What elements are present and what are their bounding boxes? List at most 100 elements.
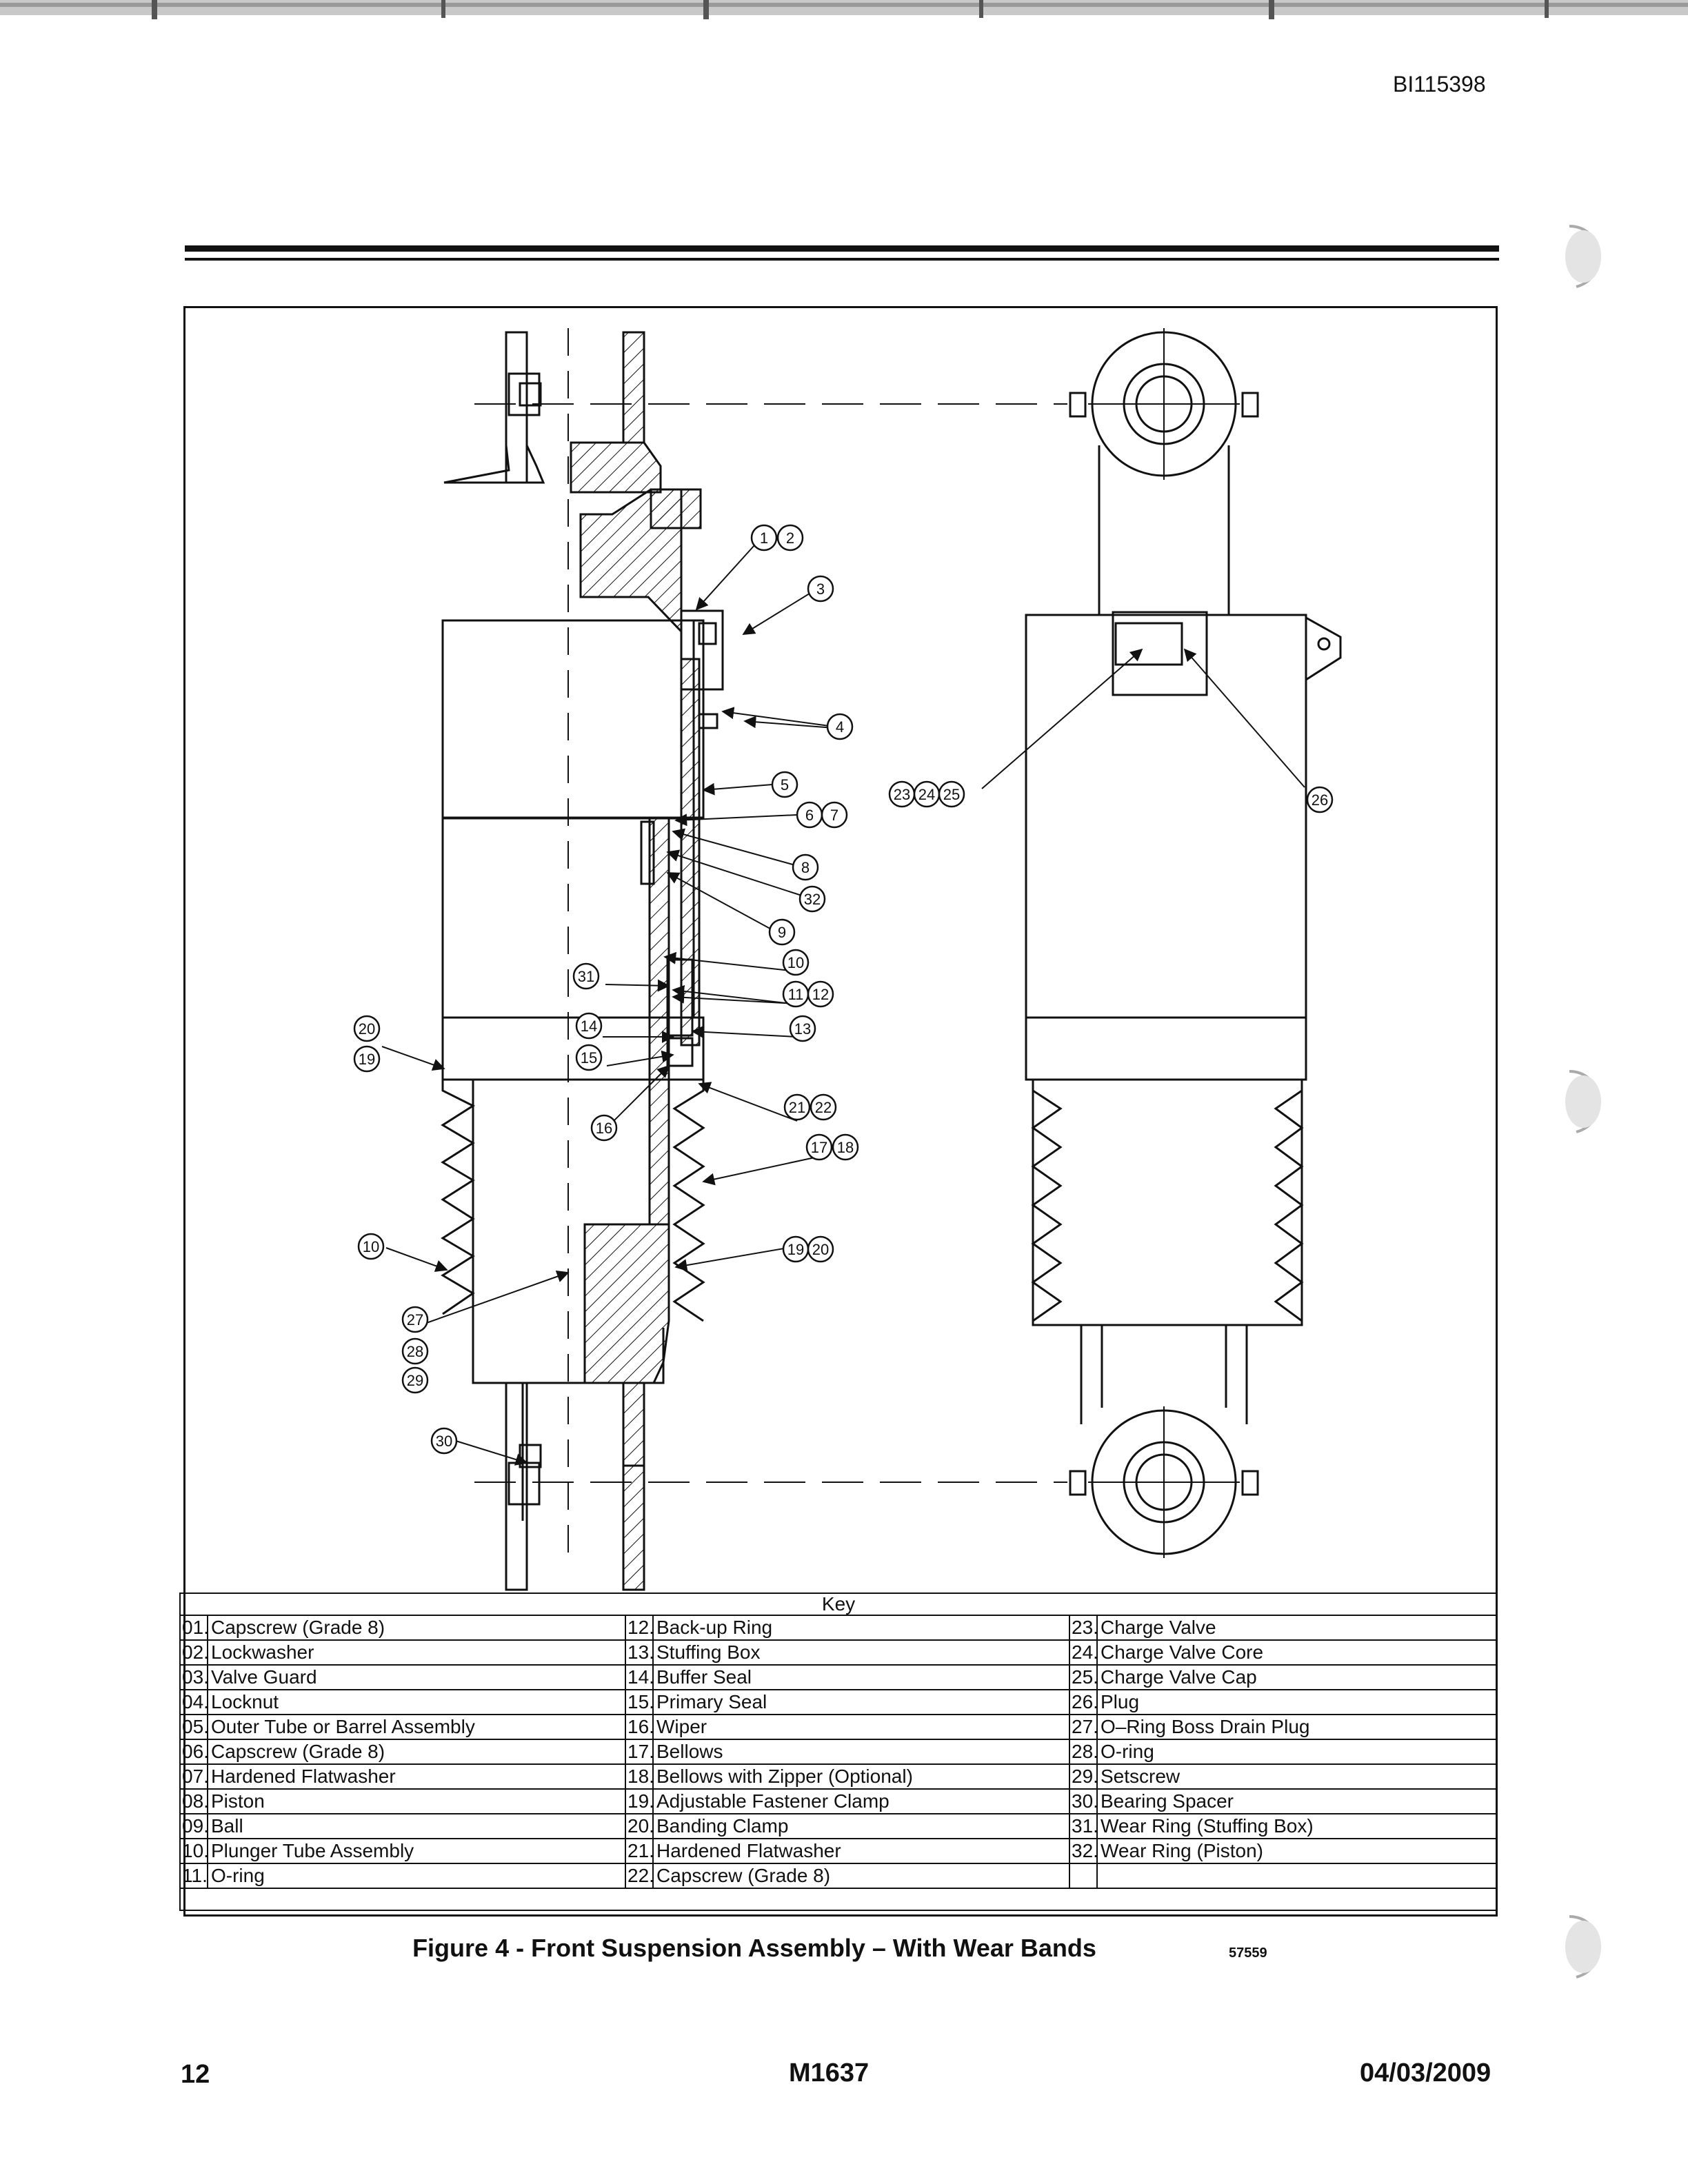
- key-item-label: Wear Ring (Piston): [1096, 1838, 1498, 1864]
- key-item-number: 31.: [1069, 1813, 1098, 1839]
- page-number: 12: [181, 2060, 210, 2089]
- suspension-assembly-drawing: 1 2 3 4 5 6 7 8 32 9 10 31 11 12 14 13 2…: [353, 328, 1342, 1591]
- key-item-number: 19.: [625, 1788, 654, 1814]
- binder-hole-mark-top: [1565, 225, 1601, 288]
- callout-label: 22: [815, 1099, 832, 1116]
- callout-label: 7: [830, 807, 838, 824]
- callout-label: 16: [596, 1120, 612, 1137]
- parts-key-table: Key 01.Capscrew (Grade 8)12.Back-up Ring…: [179, 1593, 1498, 1911]
- callout-label: 17: [811, 1139, 827, 1156]
- key-header-row: Key: [179, 1593, 1498, 1616]
- key-item-label: Hardened Flatwasher: [207, 1763, 626, 1790]
- callout-label: 23: [894, 786, 910, 803]
- callout-label: 24: [918, 786, 935, 803]
- key-item-number: [1069, 1863, 1098, 1889]
- key-item-label: Stuffing Box: [652, 1639, 1070, 1666]
- key-item-label: Banding Clamp: [652, 1813, 1070, 1839]
- callout-label: 32: [804, 891, 821, 908]
- header-rule-thin: [185, 258, 1499, 261]
- leader-lines: [381, 537, 1305, 1466]
- key-item-number: 10.: [179, 1838, 208, 1864]
- key-item-number: 06.: [179, 1739, 208, 1765]
- callout-label: 25: [943, 786, 960, 803]
- figure-code: 57559: [1229, 1945, 1267, 1961]
- callout-label: 6: [805, 807, 814, 824]
- callout-label: 29: [407, 1372, 423, 1389]
- callout-label: 15: [581, 1049, 597, 1066]
- key-item-label: Capscrew (Grade 8): [207, 1739, 626, 1765]
- key-item-number: 02.: [179, 1639, 208, 1666]
- key-item-number: 17.: [625, 1739, 654, 1765]
- callout-label: 10: [787, 954, 804, 971]
- key-item-label: Charge Valve Cap: [1096, 1664, 1498, 1690]
- figure-frame: [183, 306, 1498, 1917]
- key-item-number: 20.: [625, 1813, 654, 1839]
- key-item-number: 23.: [1069, 1615, 1098, 1641]
- callout-label: 8: [801, 859, 810, 876]
- key-item-number: 14.: [625, 1664, 654, 1690]
- key-item-number: 07.: [179, 1763, 208, 1790]
- key-title: Key: [179, 1593, 1498, 1616]
- key-item-label: Capscrew (Grade 8): [207, 1615, 626, 1641]
- key-item-label: Adjustable Fastener Clamp: [652, 1788, 1070, 1814]
- key-item-label: Bellows: [652, 1739, 1070, 1765]
- key-item-label: Locknut: [207, 1689, 626, 1715]
- key-item-label: [1096, 1863, 1498, 1889]
- key-item-number: 29.: [1069, 1763, 1098, 1790]
- key-item-label: Charge Valve Core: [1096, 1639, 1498, 1666]
- key-item-label: O-ring: [1096, 1739, 1498, 1765]
- key-item-label: Capscrew (Grade 8): [652, 1863, 1070, 1889]
- callout-label: 3: [816, 580, 825, 598]
- key-item-number: 08.: [179, 1788, 208, 1814]
- key-blank-row: [179, 1888, 1498, 1911]
- key-item-number: 26.: [1069, 1689, 1098, 1715]
- key-item-label: Valve Guard: [207, 1664, 626, 1690]
- key-item-label: Hardened Flatwasher: [652, 1838, 1070, 1864]
- callout-label: 9: [778, 924, 786, 941]
- key-item-number: 21.: [625, 1838, 654, 1864]
- publication-date: 04/03/2009: [1360, 2059, 1491, 2087]
- callout-label: 28: [407, 1343, 423, 1360]
- figure-caption-text: Figure 4 - Front Suspension Assembly – W…: [412, 1934, 1096, 1962]
- key-item-number: 16.: [625, 1714, 654, 1740]
- key-item-number: 15.: [625, 1689, 654, 1715]
- callout-label: 12: [812, 986, 829, 1003]
- callout-label: 30: [436, 1433, 452, 1450]
- key-item-number: 30.: [1069, 1788, 1098, 1814]
- callout-label: 5: [781, 776, 789, 793]
- callout-label: 4: [836, 718, 844, 736]
- callout-label: 19: [359, 1051, 375, 1068]
- key-item-number: 25.: [1069, 1664, 1098, 1690]
- key-item-label: Plug: [1096, 1689, 1498, 1715]
- key-blank-cell: [179, 1888, 1498, 1911]
- key-item-number: 28.: [1069, 1739, 1098, 1765]
- key-item-label: Primary Seal: [652, 1689, 1070, 1715]
- key-item-label: Bearing Spacer: [1096, 1788, 1498, 1814]
- key-item-label: Piston: [207, 1788, 626, 1814]
- key-item-number: 03.: [179, 1664, 208, 1690]
- key-item-label: Bellows with Zipper (Optional): [652, 1763, 1070, 1790]
- callout-label: 1: [760, 529, 768, 547]
- document-id: BI115398: [1393, 72, 1486, 97]
- key-item-number: 18.: [625, 1763, 654, 1790]
- callout-circles: [353, 524, 1334, 1455]
- key-item-number: 05.: [179, 1714, 208, 1740]
- figure-caption: Figure 4 - Front Suspension Assembly – W…: [0, 1934, 1688, 1963]
- callout-labels: 1 2 3 4 5 6 7 8 32 9 10 31 11 12 14 13 2…: [359, 529, 1328, 1450]
- key-item-label: Wear Ring (Stuffing Box): [1096, 1813, 1498, 1839]
- key-item-label: Outer Tube or Barrel Assembly: [207, 1714, 626, 1740]
- key-item-label: O-ring: [207, 1863, 626, 1889]
- key-item-number: 13.: [625, 1639, 654, 1666]
- external-view: [1025, 328, 1342, 1558]
- key-item-number: 04.: [179, 1689, 208, 1715]
